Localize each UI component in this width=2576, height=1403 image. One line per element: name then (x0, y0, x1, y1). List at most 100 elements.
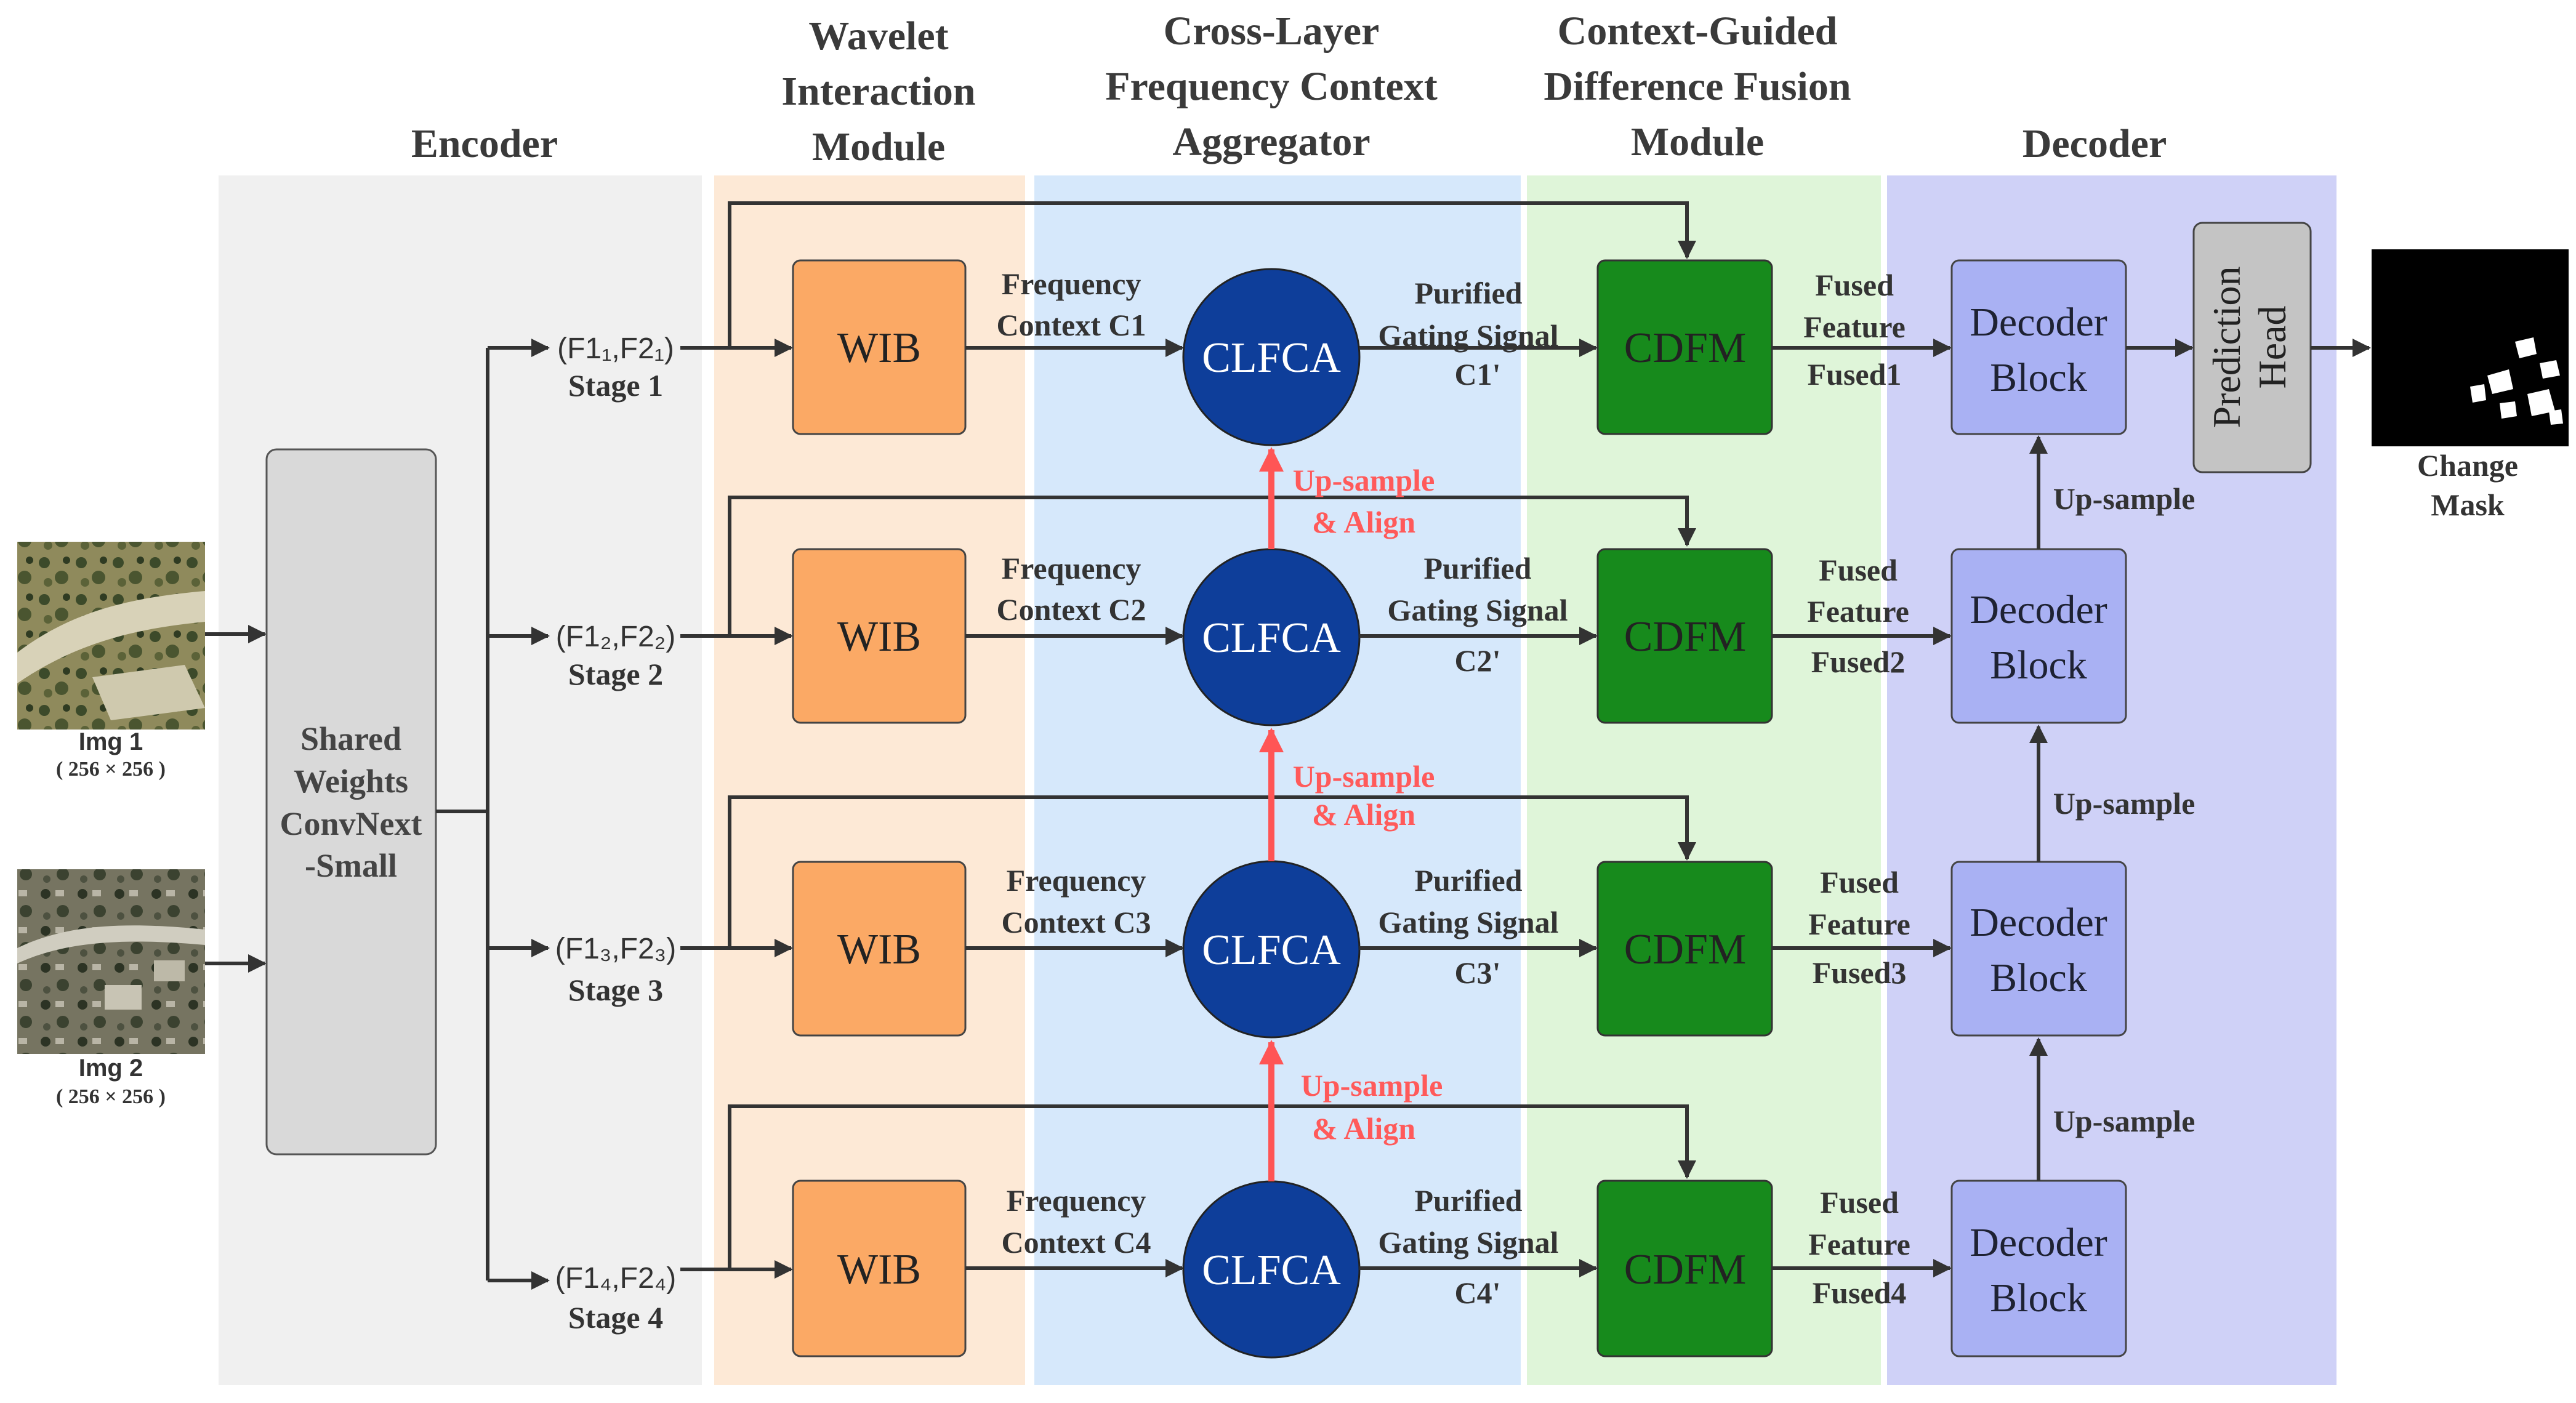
fusion-title-2: Difference Fusion (1544, 64, 1851, 109)
wib-label-4: WIB (837, 1246, 921, 1293)
fusion-title-1: Context-Guided (1558, 9, 1838, 54)
input-image-2-size: ( 256 × 256 ) (56, 1085, 166, 1108)
decoder-block-4 (1950, 1180, 2127, 1357)
decoder-label-4b: Block (1990, 1276, 2087, 1321)
stage2-features: (F1₂,F2₂) (556, 621, 676, 653)
gate-label-2b: Gating Signal (1387, 593, 1568, 627)
decoder-title: Decoder (2023, 121, 2167, 166)
fused-label-1a: Fused (1815, 268, 1894, 302)
clfca-node-1 (1182, 268, 1361, 446)
decoder-block-1 (1950, 259, 2127, 435)
stage3-label: Stage 3 (568, 973, 663, 1007)
backbone-text-1: Shared (300, 720, 401, 757)
shared-backbone-box (265, 448, 437, 1156)
cdfm-label-3: CDFM (1624, 926, 1746, 973)
gate-label-3c: C3' (1455, 955, 1501, 990)
upsample-align-label-3a: Up-sample (1301, 1068, 1443, 1103)
cdfm-label-1: CDFM (1624, 324, 1746, 372)
decoder-label-4a: Decoder (1970, 1220, 2107, 1265)
stage4-label: Stage 4 (568, 1300, 663, 1335)
stage-row-4: (F1₄,F2₄) Stage 4 WIB Frequency Context … (555, 1104, 2127, 1359)
decoder-block-2 (1950, 548, 2127, 724)
stage-row-1: (F1₁,F2₁) Stage 1 WIB Frequency Context … (557, 201, 2127, 446)
change-mask-image (2372, 249, 2569, 446)
stage-row-2: (F1₂,F2₂) Stage 2 WIB Frequency Context … (556, 496, 2127, 726)
fused-label-2c: Fused2 (1811, 645, 1906, 679)
wib-label-3: WIB (837, 926, 921, 973)
input-image-1 (17, 542, 205, 730)
gate-label-2c: C2' (1455, 643, 1501, 678)
decoder-block-3 (1950, 861, 2127, 1037)
wavelet-title-1: Wavelet (808, 14, 948, 58)
clfca-label-3: CLFCA (1202, 927, 1341, 974)
ctx-label-2a: Frequency (1002, 551, 1141, 585)
backbone-text-3: ConvNext (280, 805, 422, 842)
fused-label-3c: Fused3 (1813, 955, 1907, 990)
stage1-features: (F1₁,F2₁) (557, 332, 674, 365)
ctx-label-3b: Context C3 (1001, 905, 1151, 939)
fused-label-1c: Fused1 (1808, 357, 1902, 392)
ctx-label-3a: Frequency (1007, 863, 1146, 898)
gate-label-3a: Purified (1415, 863, 1523, 898)
wib-label-2: WIB (837, 613, 921, 661)
decoder-upsample-label-3: Up-sample (2053, 1104, 2196, 1138)
decoder-label-1b: Block (1990, 355, 2087, 400)
upsample-align-label-2a: Up-sample (1293, 759, 1435, 794)
ctx-label-4b: Context C4 (1001, 1225, 1151, 1260)
fused-label-3a: Fused (1820, 865, 1899, 899)
ctx-label-2b: Context C2 (996, 592, 1146, 627)
decoder-label-2a: Decoder (1970, 587, 2107, 632)
aggregator-title-1: Cross-Layer (1164, 9, 1380, 54)
gate-label-4b: Gating Signal (1378, 1225, 1558, 1260)
backbone-text-2: Weights (294, 763, 408, 800)
stage-distribution-lines (436, 339, 550, 1290)
clfca-label-4: CLFCA (1202, 1247, 1341, 1294)
input-image-2 (17, 869, 205, 1054)
ctx-label-1b: Context C1 (996, 308, 1146, 342)
fusion-title-3: Module (1631, 119, 1764, 164)
stage1-label: Stage 1 (568, 368, 663, 403)
gate-label-1c: C1' (1455, 357, 1501, 392)
fused-label-1b: Feature (1803, 310, 1906, 344)
fused-label-2a: Fused (1819, 553, 1898, 587)
stage2-label: Stage 2 (568, 657, 663, 691)
wib-label-1: WIB (837, 324, 921, 372)
aggregator-title-3: Aggregator (1172, 119, 1370, 164)
clfca-label-2: CLFCA (1202, 614, 1341, 662)
ctx-label-1a: Frequency (1002, 267, 1141, 301)
decoder-label-3b: Block (1990, 955, 2087, 1000)
ctx-label-4a: Frequency (1007, 1183, 1146, 1218)
gate-label-3b: Gating Signal (1378, 905, 1558, 939)
gate-label-4c: C4' (1455, 1276, 1501, 1310)
cdfm-label-4: CDFM (1624, 1246, 1746, 1293)
gate-label-1b: Gating Signal (1378, 318, 1558, 353)
decoder-label-1a: Decoder (1970, 300, 2107, 345)
input-image-1-label: Img 1 (79, 728, 143, 755)
fused-label-4a: Fused (1820, 1185, 1899, 1220)
stage3-features: (F1₃,F2₃) (555, 933, 676, 965)
decoder-label-2b: Block (1990, 643, 2087, 688)
decoder-label-3a: Decoder (1970, 900, 2107, 945)
prediction-head-label-1: Prediction (2205, 266, 2248, 428)
input-image-1-size: ( 256 × 256 ) (56, 758, 166, 781)
wavelet-title-3: Module (812, 124, 945, 169)
wavelet-title-2: Interaction (781, 69, 975, 114)
upsample-align-label-1a: Up-sample (1293, 463, 1435, 497)
decoder-upsample-label-2: Up-sample (2053, 786, 2196, 821)
input-image-2-label: Img 2 (79, 1055, 143, 1082)
clfca-label-1: CLFCA (1202, 334, 1341, 382)
stage-row-3: (F1₃,F2₃) Stage 3 WIB Frequency Context … (555, 795, 2127, 1039)
cdfm-label-2: CDFM (1624, 613, 1746, 661)
aggregator-title-2: Frequency Context (1105, 64, 1438, 109)
fused-label-3b: Feature (1808, 907, 1910, 941)
change-mask-label-2: Mask (2431, 488, 2505, 522)
upsample-align-label-3b: & Align (1312, 1111, 1415, 1146)
upsample-align-label-1b: & Align (1312, 505, 1415, 539)
prediction-head-label-2: Head (2250, 305, 2294, 388)
change-mask-label-1: Change (2417, 448, 2518, 483)
stage4-features: (F1₄,F2₄) (555, 1262, 677, 1295)
gate-label-4a: Purified (1415, 1183, 1523, 1218)
fused-label-4c: Fused4 (1813, 1276, 1907, 1310)
backbone-text-4: -Small (305, 847, 397, 884)
